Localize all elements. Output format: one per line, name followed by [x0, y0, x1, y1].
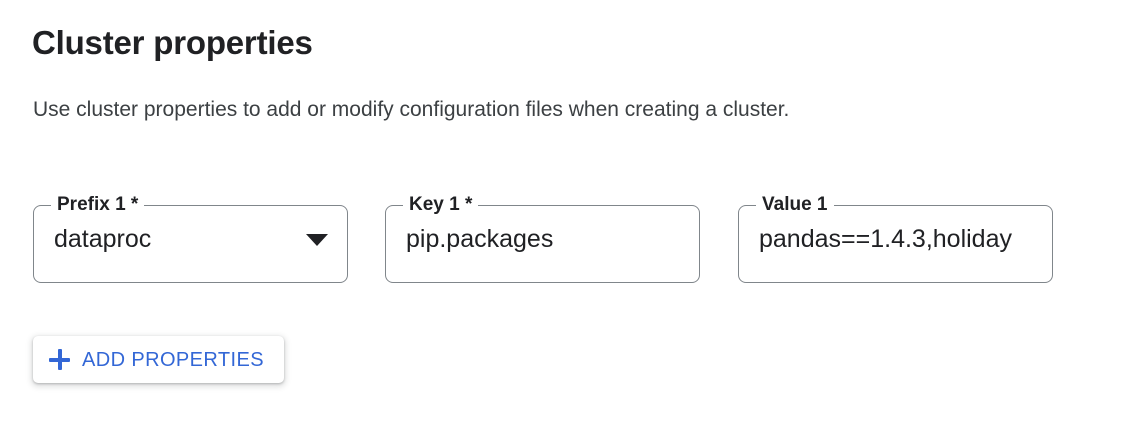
value-field-label: Value 1 — [756, 193, 834, 217]
key-field-label: Key 1 * — [403, 193, 479, 217]
prefix-field-label: Prefix 1 * — [51, 193, 145, 217]
add-properties-button[interactable]: ADD PROPERTIES — [33, 336, 284, 383]
value-field[interactable]: Value 1 pandas==1.4.3,holiday — [738, 193, 1053, 283]
prefix-field[interactable]: Prefix 1 * dataproc — [33, 193, 348, 283]
page-title: Cluster properties — [32, 24, 313, 61]
value-input[interactable]: pandas==1.4.3,holiday — [759, 225, 1012, 253]
chevron-down-icon[interactable] — [306, 234, 328, 246]
page-description: Use cluster properties to add or modify … — [33, 98, 790, 121]
prefix-select-value[interactable]: dataproc — [54, 225, 152, 253]
add-properties-button-label: ADD PROPERTIES — [82, 348, 264, 371]
plus-icon — [49, 349, 70, 370]
key-field[interactable]: Key 1 * pip.packages — [385, 193, 700, 283]
key-input[interactable]: pip.packages — [406, 225, 554, 253]
properties-field-row: Prefix 1 * dataproc Key 1 * pip.packages… — [0, 193, 1122, 285]
